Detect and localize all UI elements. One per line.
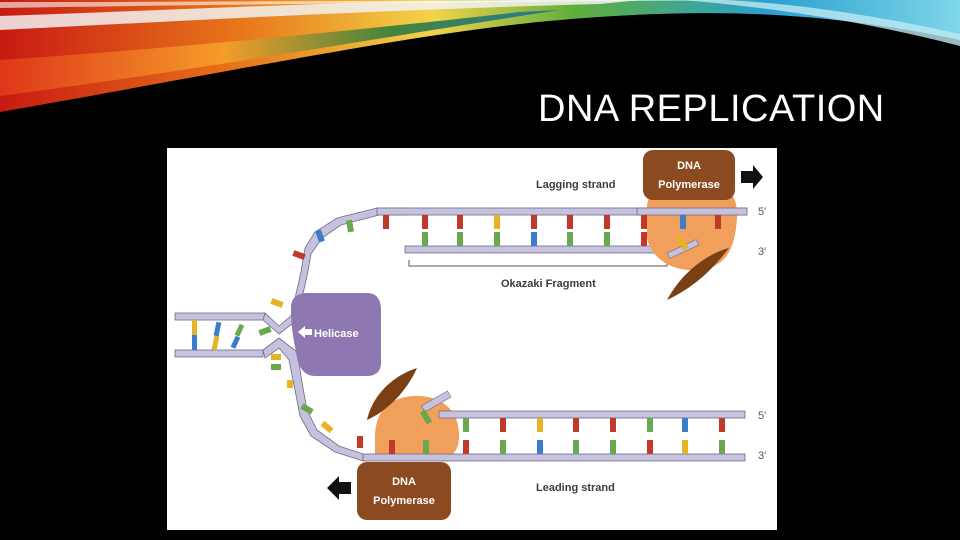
polymerase-top-line1: DNA (677, 160, 701, 172)
helicase (291, 293, 381, 376)
top-three-prime: 3′ (758, 246, 766, 258)
arrow-right-icon (741, 165, 763, 189)
dna-polymerase-bottom (357, 368, 459, 520)
okazaki-fragment-label: Okazaki Fragment (501, 278, 596, 290)
dna-replication-diagram: Lagging strand Okazaki Fragment Leading … (167, 148, 777, 530)
polymerase-bottom-line2: Polymerase (373, 495, 435, 507)
polymerase-bottom-line1: DNA (392, 476, 416, 488)
arrow-left-icon (298, 326, 312, 338)
leading-strand-bases (389, 418, 725, 454)
slide-title: DNA REPLICATION (538, 88, 885, 130)
arrow-left-icon (327, 476, 351, 500)
lagging-strand-label: Lagging strand (536, 179, 615, 191)
polymerase-top-line2: Polymerase (658, 179, 720, 191)
leading-strand-label: Leading strand (536, 482, 615, 494)
okazaki-strand (404, 232, 676, 254)
decorative-banner (0, 0, 960, 112)
bottom-five-prime: 5′ (758, 410, 766, 422)
dna-polymerase-top (643, 150, 738, 300)
top-five-prime: 5′ (758, 206, 766, 218)
okazaki-bracket (408, 260, 668, 267)
parental-dna (174, 312, 266, 358)
helicase-label: Helicase (314, 328, 359, 340)
leading-template (362, 410, 746, 462)
bottom-three-prime: 3′ (758, 450, 766, 462)
